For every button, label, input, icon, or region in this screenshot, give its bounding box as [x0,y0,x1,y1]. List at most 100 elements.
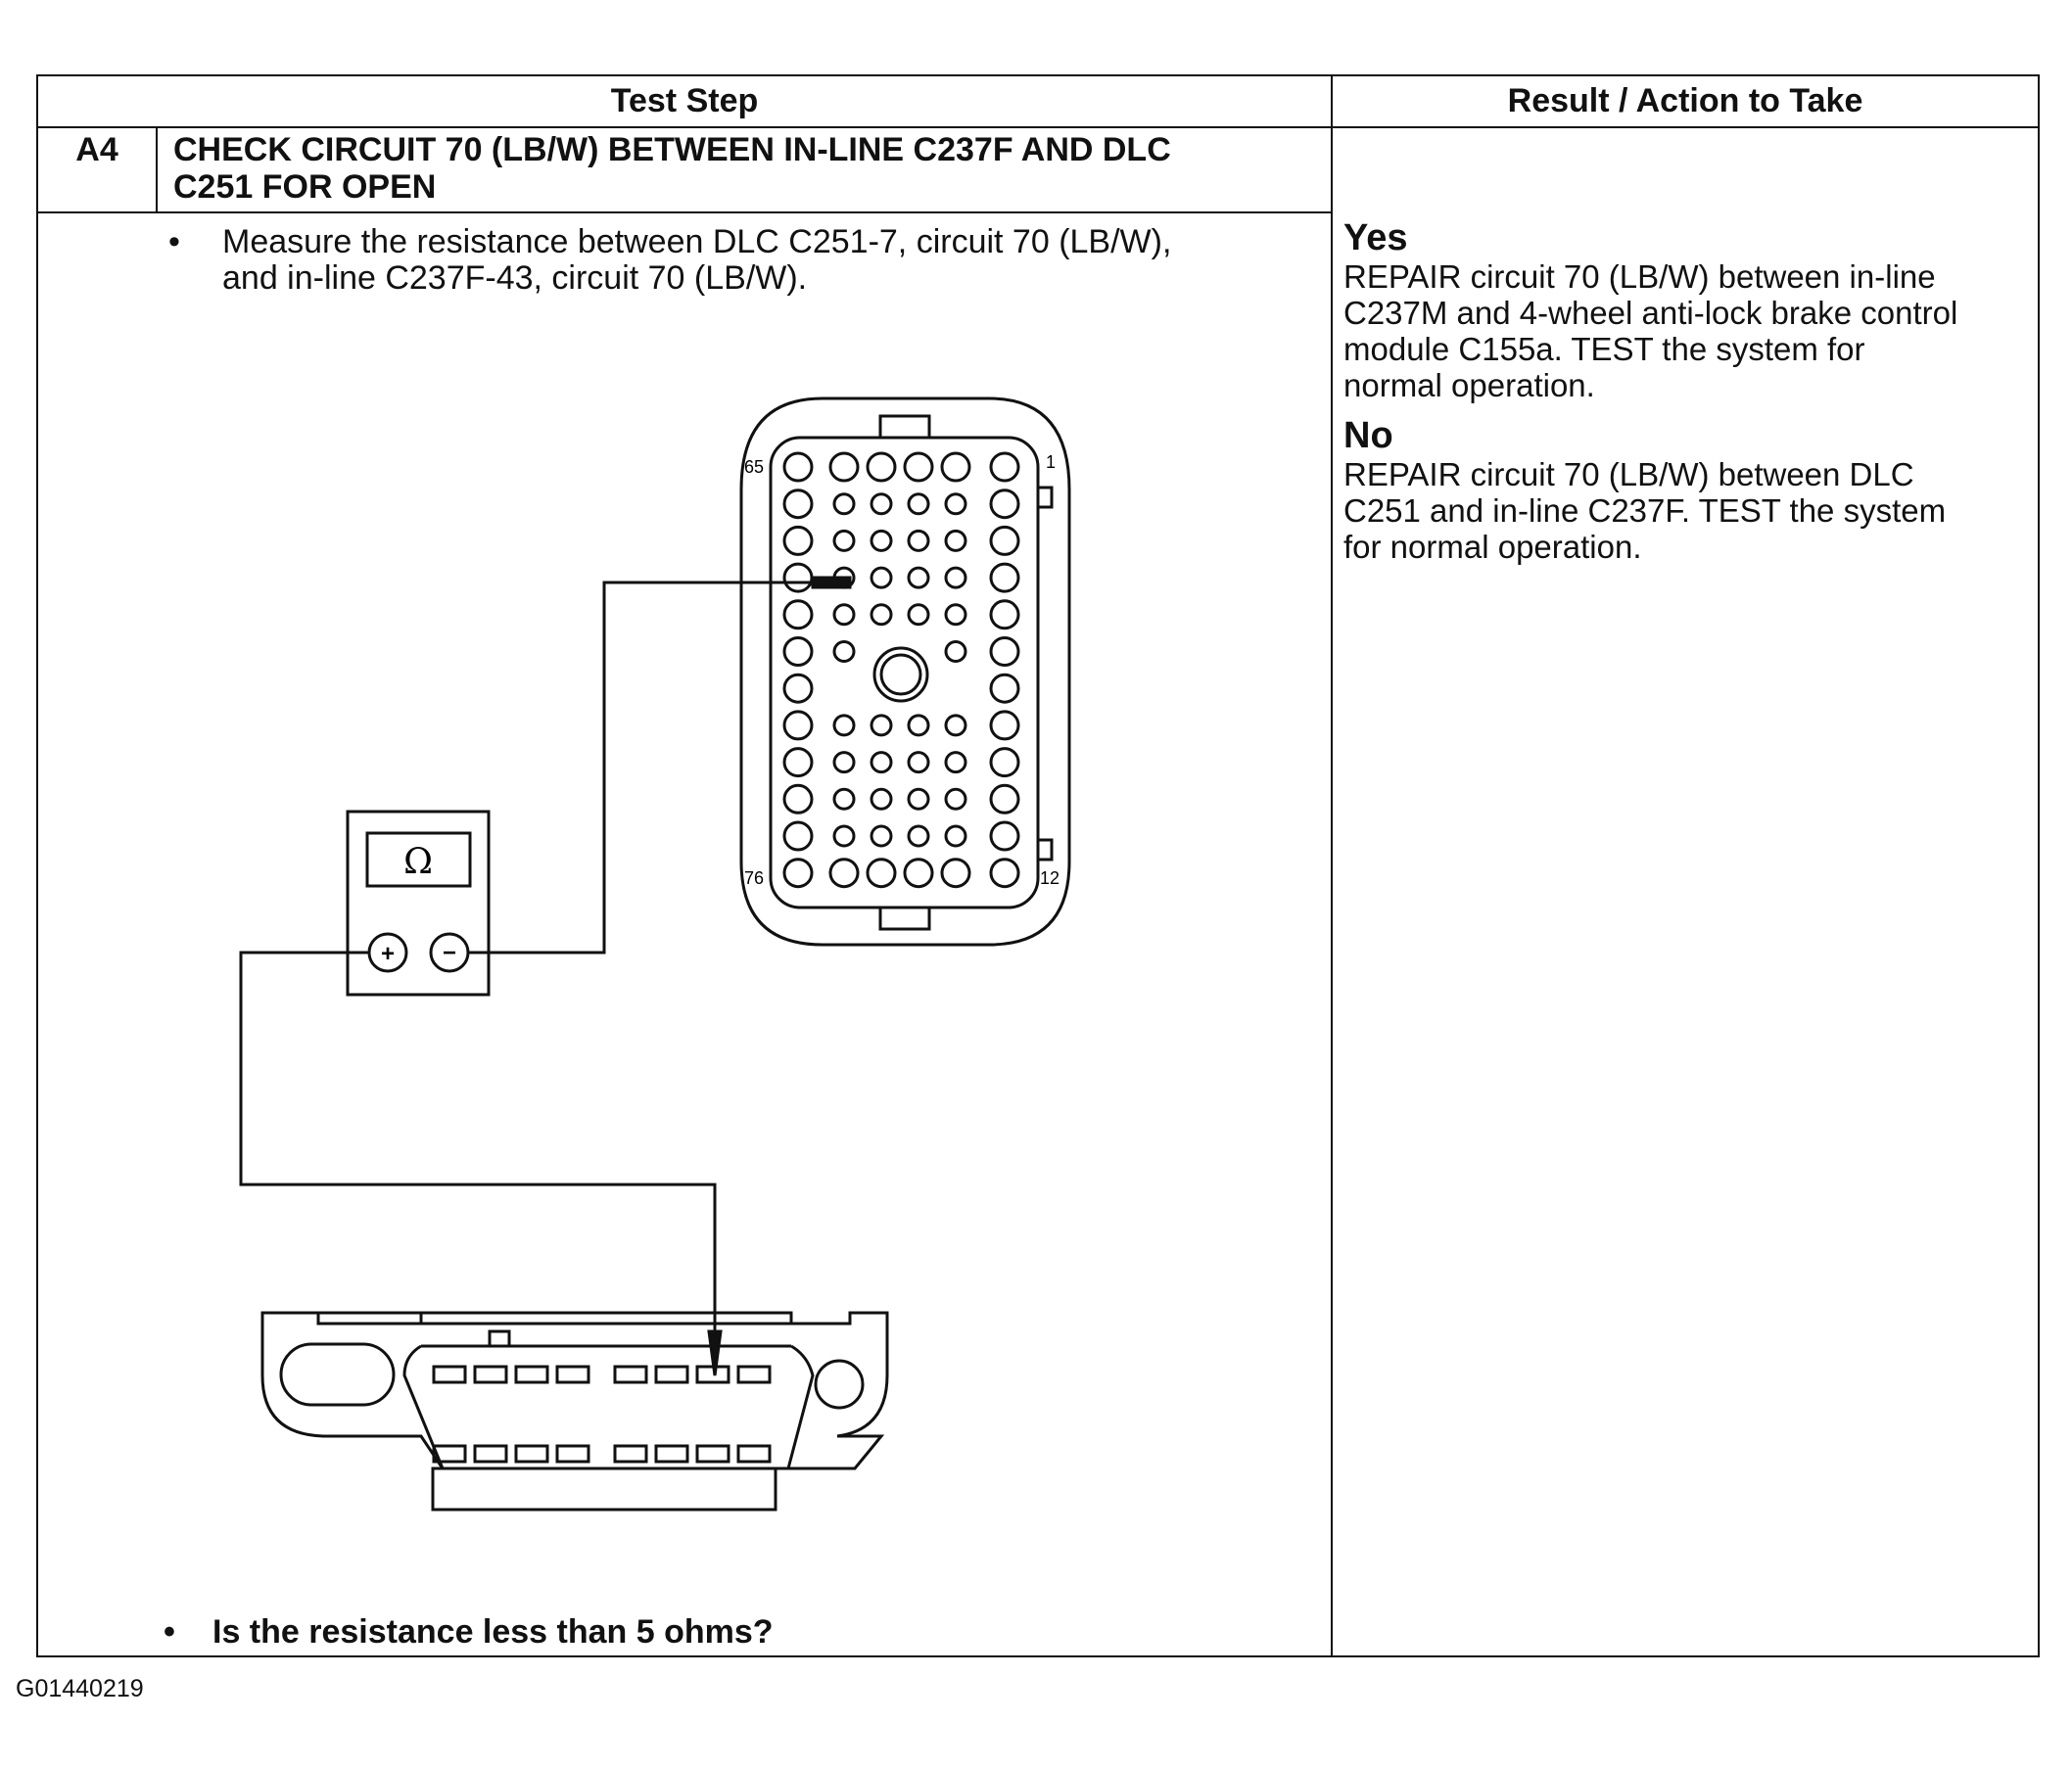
connector-pin [782,489,814,520]
dlc-pin [555,1444,590,1464]
connector-pin [989,673,1020,704]
connector-pin [907,751,930,774]
connector-pin [782,858,814,889]
connector-pin [832,492,856,516]
connector-pin [782,451,814,483]
dlc-pin [613,1444,648,1464]
connector-pin [870,824,893,848]
pin-label-65: 65 [744,457,764,477]
figure-id: G01440219 [16,1675,144,1702]
instruction-bullet: • Measure the resistance between DLC C25… [168,224,1324,303]
test-leads [239,576,852,1376]
no-label: No [1343,415,1393,456]
yes-text: REPAIR circuit 70 (LB/W) between in-line… [1343,258,1958,403]
connector-pin [782,599,814,630]
connector-pin [944,640,967,663]
connector-pin [782,525,814,556]
connector-pin [832,529,856,552]
connector-pin [989,599,1020,630]
dlc-connector-c251 [260,1311,889,1512]
question-text: Is the resistance less than 5 ohms? [212,1613,774,1651]
connector-pin [944,824,967,848]
no-text: REPAIR circuit 70 (LB/W) between DLC C25… [1343,456,1947,565]
connector-pin [903,451,934,483]
connector-pin [870,751,893,774]
connector-pin [907,714,930,737]
dlc-pin [514,1444,549,1464]
connector-pin [870,566,893,589]
connector-pin [782,820,814,852]
title-divider [38,211,1331,213]
connector-pin [903,858,934,889]
connector-pin [832,824,856,848]
connector-pin [832,640,856,663]
step-title: CHECK CIRCUIT 70 (LB/W) BETWEEN IN-LINE … [173,131,1171,206]
connector-pin [940,451,971,483]
bullet-dot: • [168,223,180,260]
connector-pin [828,858,860,889]
connector-pin [989,710,1020,741]
ohm-symbol: Ω [403,842,433,882]
connector-pin [989,820,1020,852]
dlc-pin [695,1365,730,1384]
dlc-pin [736,1365,772,1384]
connector-pin [944,714,967,737]
connector-pin [907,529,930,552]
pin-label-12: 12 [1040,868,1060,888]
connector-pin [907,566,930,589]
connector-pin [832,603,856,627]
connector-pin [866,858,897,889]
connector-pin [870,714,893,737]
connector-pin [832,787,856,811]
step-id: A4 [75,131,118,168]
plus-sign: + [381,941,395,967]
connector-pin [870,529,893,552]
minus-sign: − [443,940,456,966]
connector-pins [782,451,1020,889]
result-header: Result / Action to Take [1507,82,1863,119]
pin-label-76: 76 [744,868,764,888]
lead-probe-c237f [811,576,852,589]
connector-pin [782,747,814,778]
connector-pin [782,636,814,667]
connector-pin [782,673,814,704]
dlc-pin [514,1365,549,1384]
connector-pin [832,714,856,737]
connector-pin [782,783,814,815]
positive-lead [239,951,717,1375]
connector-pin [944,529,967,552]
question-bullet: • Is the resistance less than 5 ohms? [164,1614,1319,1653]
step-id-divider [156,126,158,211]
connector-pin [989,489,1020,520]
dlc-pin [473,1365,508,1384]
connector-pin [870,603,893,627]
dlc-pin [736,1444,772,1464]
dlc-pin [654,1444,689,1464]
dlc-pin [432,1444,467,1464]
connector-pin [989,525,1020,556]
inline-connector-c237f: 65 1 76 12 [739,396,1071,947]
instruction-text: Measure the resistance between DLC C251-… [222,223,1172,297]
connector-pin [989,451,1020,483]
connector-pin [944,566,967,589]
connector-pin [989,747,1020,778]
dlc-pin [432,1365,467,1384]
bullet-dot: • [164,1613,175,1651]
connector-pin [944,603,967,627]
connector-pin [870,787,893,811]
connector-pin [782,710,814,741]
test-step-header: Test Step [610,82,759,119]
connector-pin [907,824,930,848]
connector-pin [989,562,1020,593]
dlc-pin [654,1365,689,1384]
yes-label: Yes [1343,217,1408,258]
dlc-pin [555,1365,590,1384]
dlc-pin [695,1444,730,1464]
ohmmeter: Ω + − [346,810,491,997]
connector-pin [866,451,897,483]
negative-lead [468,581,823,954]
connector-pin [782,562,814,593]
connector-pin [989,783,1020,815]
header-divider [38,126,2038,128]
